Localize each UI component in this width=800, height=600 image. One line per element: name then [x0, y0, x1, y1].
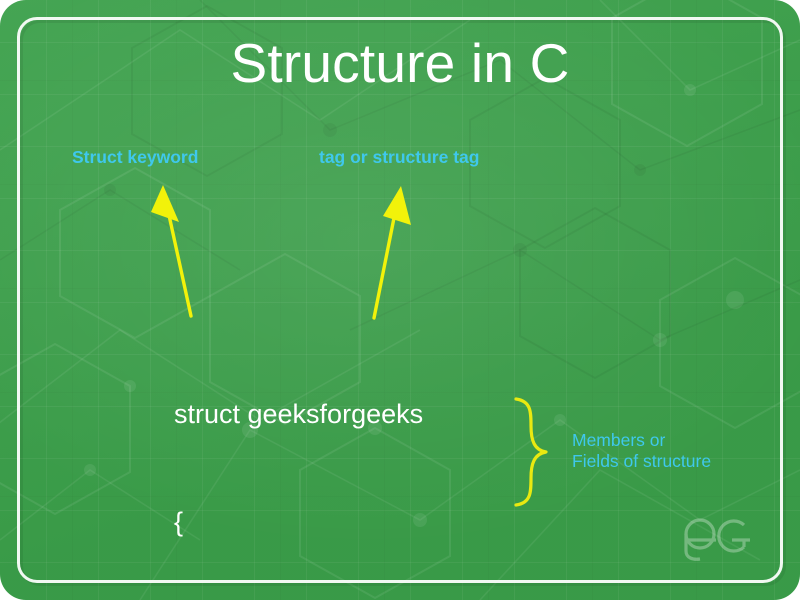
curly-brace-members [514, 397, 548, 507]
callout-struct-keyword: Struct keyword [72, 147, 199, 167]
geeksforgeeks-logo [684, 518, 750, 561]
arrow-to-struct-keyword [151, 185, 193, 318]
code-line-1: struct geeksforgeeks [174, 399, 424, 429]
arrow-to-structure-tag [372, 186, 411, 320]
callout-structure-tag: tag or structure tag [319, 147, 480, 167]
callout-members-line-2: Fields of structure [572, 451, 712, 472]
callout-members-line-1: Members or [572, 430, 666, 450]
code-block: struct geeksforgeeks { char _name [10]; … [174, 324, 443, 600]
code-line-2: { [174, 507, 184, 537]
page-title: Structure in C [230, 32, 570, 94]
callout-members-fields: Members or Fields of structure [572, 430, 772, 473]
